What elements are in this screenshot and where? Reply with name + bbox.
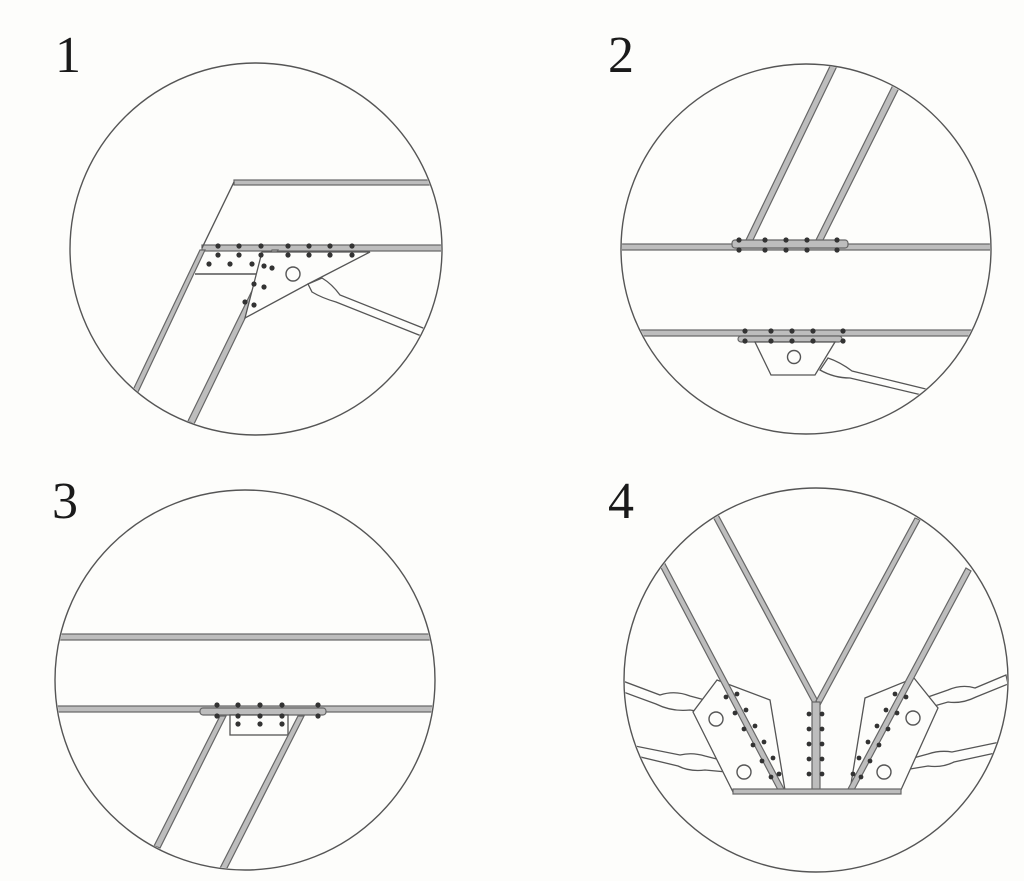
detail-panel-4 [623,487,1009,873]
beam-top-flange [233,179,441,186]
bolt-row-splice [206,261,255,267]
panel-label-2: 2 [608,27,634,84]
pin-hole [285,266,301,282]
detail-circle-2 [620,63,992,435]
detail-circle-1 [69,62,443,436]
detail-panel-2 [620,63,992,435]
inclined-member-flange-left [132,249,206,393]
pin-hole [786,349,802,365]
bolt-row-inclined [242,263,275,308]
panel-label-3: 3 [52,473,78,530]
tie-rod [819,357,932,397]
diagonal-member-left [745,65,839,243]
splice-plate [199,707,327,716]
pin-hole [736,764,752,780]
bolt-row-top [215,243,355,258]
pin-hole [876,764,892,780]
splice-plate-top [731,239,849,249]
detail-circle-3 [54,489,436,871]
bolt-group-bottom [742,328,846,344]
pin-hole [905,710,921,726]
bolt-group-right [850,691,909,780]
detail-circle-4 [623,487,1009,873]
v-member-right [815,517,921,706]
beam-top-flange [56,633,434,641]
bolt-group-top [736,237,840,253]
v-member-left [710,510,819,706]
detail-panel-3 [54,489,436,871]
bolt-group-center [806,711,825,777]
pin-hole [708,711,724,727]
bottom-base-plate [732,788,902,795]
panel-label-4: 4 [608,473,634,530]
tie-rod [307,277,429,338]
panel-label-1: 1 [55,27,81,84]
bolt-group [214,702,321,727]
center-vertical-plate [811,701,821,791]
diagonal-member-right [815,84,900,243]
diagonal-member-right [216,715,305,869]
detail-panel-1 [69,62,443,436]
bolt-group-left [723,691,782,780]
diagonal-member-left [153,715,227,849]
